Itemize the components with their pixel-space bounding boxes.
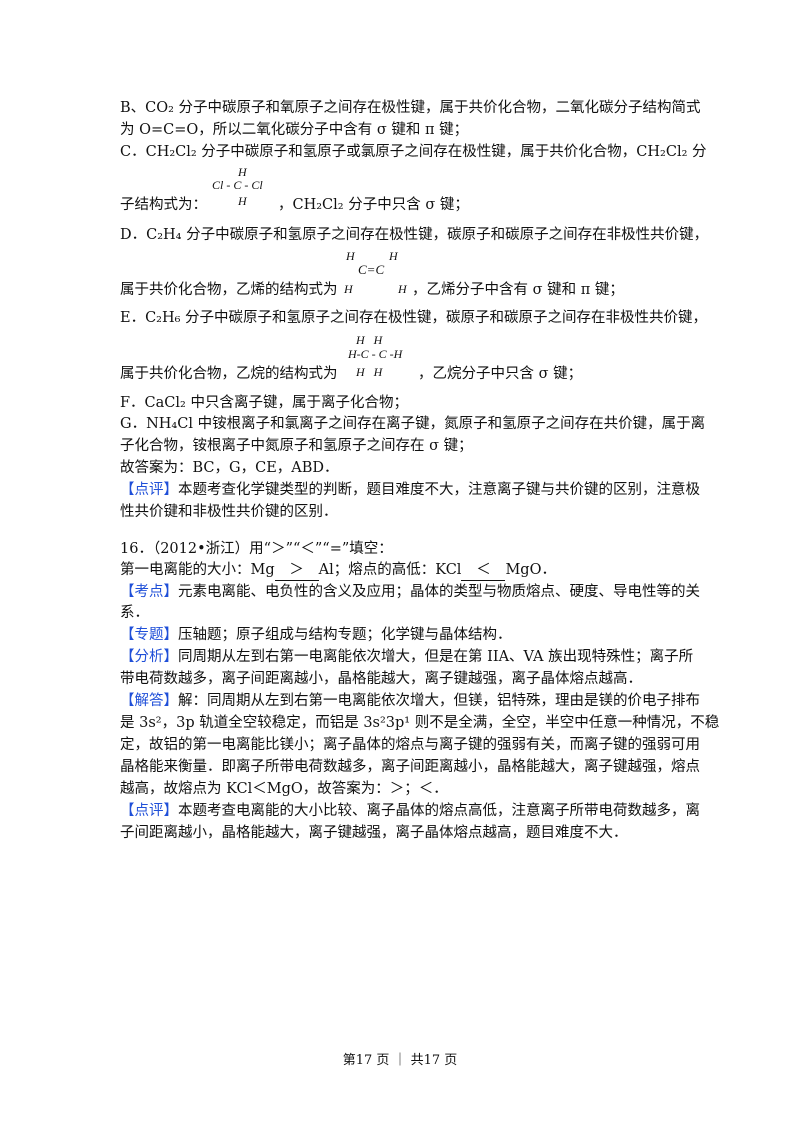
text-line: 晶格能来衡量．即离子所带电荷数越多，离子间距离越小，晶格能越大，离子键越强，熔点 xyxy=(120,759,700,775)
ch2cl2-top-h: H xyxy=(238,165,247,179)
ch2cl2-bottom-h: H xyxy=(238,194,247,208)
dianping-text: 本题考查电离能的大小比较、离子晶体的熔点高低，注意离子所带电荷数越多，离 xyxy=(178,803,700,819)
text-line: B、CO₂ 分子中碳原子和氧原子之间存在极性键，属于共价化合物，二氧化碳分子结构… xyxy=(120,100,701,116)
ethene-bottom-left-h: H xyxy=(344,282,353,296)
dianping-line: 【点评】本题考查电离能的大小比较、离子晶体的熔点高低，注意离子所带电荷数越多，离 xyxy=(120,801,700,821)
answer-blank-1: ＞ xyxy=(274,560,319,581)
question-line: 第一电离能的大小：Mg＞Al；熔点的高低：KCl＜MgO． xyxy=(120,560,680,581)
kaodian-text: 元素电离能、电负性的含义及应用；晶体的类型与物质熔点、硬度、导电性等的关 xyxy=(178,584,700,600)
answer-line: 故答案为：BC，G，CE，ABD． xyxy=(120,460,339,476)
text-line: 属于共价化合物，乙烷的结构式为 xyxy=(120,366,338,382)
ethene-double-bond: C=C xyxy=(358,262,385,277)
zhuanti-line: 【专题】压轴题；原子组成与结构专题；化学键与晶体结构． xyxy=(120,625,680,645)
text-line: 子间距离越小，晶格能越大，离子键越强，离子晶体熔点越高，题目难度不大． xyxy=(120,825,628,841)
comment-line: 【点评】本题考查化学键类型的判断，题目难度不大，注意离子键与共价键的区别，注意极 xyxy=(120,480,700,500)
text-line: 越高，故熔点为 KCl＜MgO，故答案为：＞；＜． xyxy=(120,781,448,797)
ethane-middle: H-C - C -H xyxy=(348,347,403,361)
question-text: MgO． xyxy=(505,562,556,578)
text-line: ，CH₂Cl₂ 分子中只含 σ 键； xyxy=(278,197,469,213)
text-line: E．C₂H₆ 分子中碳原子和氢原子之间存在极性键，碳原子和碳原子之间存在非极性共… xyxy=(120,310,708,326)
text-line: 为 O=C=O，所以二氧化碳分子中含有 σ 键和 π 键； xyxy=(120,122,469,138)
text-line: 属于共价化合物，乙烯的结构式为 xyxy=(120,282,338,298)
ethane-bottom-h: H H xyxy=(356,365,383,379)
ethane-top-h: H H xyxy=(356,333,383,347)
ethene-top-right-h: H xyxy=(389,249,398,263)
jieda-text: 解：同周期从左到右第一电离能依次增大，但镁，铝特殊，理由是镁的价电子排布 xyxy=(178,693,700,709)
text-line: G．NH₄Cl 中铵根离子和氯离子之间存在离子键，氮原子和氢原子之间存在共价键，… xyxy=(120,416,706,432)
zhuanti-tag: 【专题】 xyxy=(120,627,178,643)
kaodian-tag: 【考点】 xyxy=(120,584,178,600)
text-line: 子化合物，铵根离子中氮原子和氢原子之间存在 σ 键； xyxy=(120,438,473,454)
dianping-tag: 【点评】 xyxy=(120,803,178,819)
question-title: 16．（2012•浙江）用“＞”“＜”“=”填空： xyxy=(120,541,393,557)
text-line: ，乙烯分子中含有 σ 键和 π 键； xyxy=(412,282,624,298)
answer-blank-2: ＜ xyxy=(461,560,506,581)
text-line: C．CH₂Cl₂ 分子中碳原子和氢原子或氯原子之间存在极性键，属于共价化合物，C… xyxy=(120,144,707,160)
text-line: 系． xyxy=(120,605,149,621)
ethene-bottom-right-h: H xyxy=(398,282,407,296)
ethene-top-left-h: H xyxy=(346,249,355,263)
text-line: 定，故铝的第一电离能比镁小；离子晶体的熔点与离子键的强弱有关，而离子键的强弱可用 xyxy=(120,737,700,753)
question-text: Al；熔点的高低：KCl xyxy=(318,562,462,578)
text-line: F．CaCl₂ 中只含离子键，属于离子化合物； xyxy=(120,395,408,411)
fenxi-tag: 【分析】 xyxy=(120,649,178,665)
fenxi-text: 同周期从左到右第一电离能依次增大，但是在第 IIA、VA 族出现特殊性；离子所 xyxy=(178,649,694,665)
comment-tag: 【点评】 xyxy=(120,482,178,498)
comment-text: 本题考查化学键类型的判断，题目难度不大，注意离子键与共价键的区别，注意极 xyxy=(178,482,700,498)
text-line: 带电荷数越多，离子间距离越小，晶格能越大，离子键越强，离子晶体熔点越高． xyxy=(120,671,642,687)
text-line: ，乙烷分子中只含 σ 键； xyxy=(418,366,583,382)
jieda-line: 【解答】解：同周期从左到右第一电离能依次增大，但镁，铝特殊，理由是镁的价电子排布 xyxy=(120,691,700,711)
zhuanti-text: 压轴题；原子组成与结构专题；化学键与晶体结构． xyxy=(178,627,512,643)
text-line: D．C₂H₄ 分子中碳原子和氢原子之间存在极性键，碳原子和碳原子之间存在非极性共… xyxy=(120,227,709,243)
text-line: 子结构式为： xyxy=(120,197,207,213)
text-line: 是 3s²，3p 轨道全空较稳定，而铝是 3s²3p¹ 则不是全满，全空，半空中… xyxy=(120,715,720,731)
page-footer: 第17 页 ｜ 共17 页 xyxy=(342,1053,458,1068)
ch2cl2-middle: Cl - C - Cl xyxy=(212,178,263,192)
jieda-tag: 【解答】 xyxy=(120,693,178,709)
question-text: 第一电离能的大小：Mg xyxy=(120,562,275,578)
text-line: 性共价键和非极性共价键的区别． xyxy=(120,504,338,520)
fenxi-line: 【分析】同周期从左到右第一电离能依次增大，但是在第 IIA、VA 族出现特殊性；… xyxy=(120,647,693,667)
kaodian-line: 【考点】元素电离能、电负性的含义及应用；晶体的类型与物质熔点、硬度、导电性等的关 xyxy=(120,582,700,602)
